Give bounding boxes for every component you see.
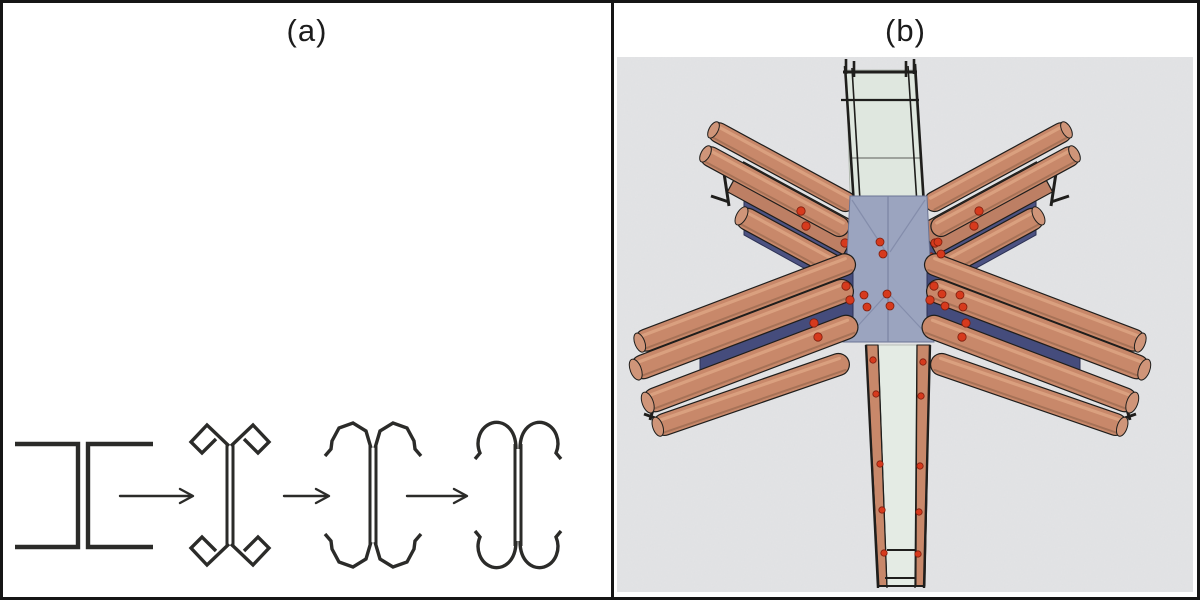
cross-section-evolution-diagram	[15, 420, 563, 570]
section-stage-4	[473, 420, 563, 570]
panel-b-label: (b)	[885, 13, 926, 48]
section-stage-3	[323, 421, 423, 569]
column-bottom	[864, 344, 932, 589]
panel-divider	[611, 0, 614, 600]
process-arrow-2	[282, 487, 331, 505]
panel-b: (b)	[614, 3, 1197, 597]
section-stage-1	[15, 441, 153, 550]
bamboo-steel-joint-rendering	[617, 57, 1193, 592]
section-stage-2	[188, 422, 272, 568]
bolt-group-column	[869, 356, 927, 558]
joint-rendering-photo	[617, 57, 1193, 592]
process-arrow-3	[405, 487, 469, 505]
panel-a: (a)	[3, 3, 611, 597]
process-arrow-1	[118, 487, 195, 505]
node-plate	[842, 195, 935, 343]
panel-a-label: (a)	[286, 13, 328, 48]
bolt-group-node	[859, 237, 968, 312]
